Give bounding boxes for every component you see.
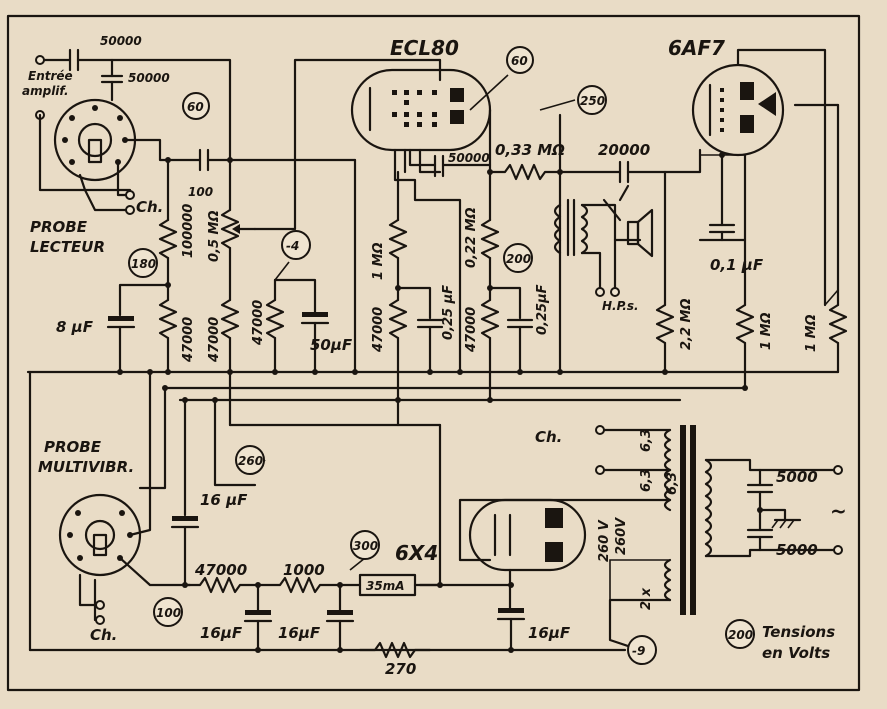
res-1mo-a: 1 MΩ bbox=[371, 242, 386, 280]
cap-16uf-a: 16 μF bbox=[200, 491, 248, 509]
res-47000-a: 47000 bbox=[181, 317, 196, 363]
res-47000-b: 47000 bbox=[207, 317, 222, 363]
frame-border bbox=[6, 14, 861, 692]
label-6af7: 6AF7 bbox=[668, 36, 725, 60]
voltage-minus4: -4 bbox=[286, 239, 299, 253]
resistor-47000-a bbox=[158, 298, 178, 340]
label-en-volts: en Volts bbox=[762, 644, 830, 662]
tr-63-b: 6,3 bbox=[639, 469, 654, 492]
voltage-60-b: 60 bbox=[511, 54, 528, 68]
resistor-1mo-a bbox=[388, 218, 408, 260]
resistor-1000 bbox=[258, 576, 342, 594]
cap-8uf: 8 μF bbox=[56, 318, 94, 336]
label-probe-multivibr-1: PROBE bbox=[44, 438, 102, 456]
cap-5000-b: 5000 bbox=[776, 541, 818, 559]
res-47000-e: 47000 bbox=[464, 307, 479, 353]
tr-63-c: 6,3 bbox=[665, 472, 680, 495]
label-entree: Entrée bbox=[28, 69, 73, 83]
label-ch-top: Ch. bbox=[136, 198, 163, 216]
cap-16uf-c: 16μF bbox=[278, 624, 321, 642]
voltage-markers: 60 60 250 180 -4 200 260 300 100 -9 200 bbox=[128, 46, 755, 665]
cap-16uf-b: 16μF bbox=[200, 624, 243, 642]
cap-100: 100 bbox=[188, 185, 213, 199]
6x4-tube bbox=[468, 498, 587, 572]
multivibr-socket bbox=[58, 493, 142, 577]
voltage-250: 250 bbox=[580, 94, 605, 108]
res-22mo: 2,2 MΩ bbox=[679, 298, 694, 350]
resistor-033mo bbox=[488, 163, 562, 181]
voltage-180: 180 bbox=[131, 257, 156, 271]
resistor-47000-f bbox=[183, 576, 262, 594]
tr-2x: 2 x bbox=[639, 587, 654, 610]
cap-01uf: 0,1 μF bbox=[710, 256, 764, 274]
res-47000-c: 47000 bbox=[251, 300, 266, 346]
label-tensions: Tensions bbox=[762, 623, 835, 641]
label-probe-lecteur-2: LECTEUR bbox=[30, 238, 105, 256]
resistor-47000-b bbox=[220, 298, 240, 340]
voltage-260: 260 bbox=[238, 454, 263, 468]
voltage-300: 300 bbox=[353, 539, 378, 553]
speaker-icon bbox=[626, 208, 654, 258]
res-1000: 1000 bbox=[283, 561, 325, 579]
cap-50000-side: 50000 bbox=[128, 71, 170, 85]
cap-16uf-d: 16μF bbox=[528, 624, 571, 642]
label-hps: H.P.s. bbox=[602, 299, 639, 313]
label-ch-bottom: Ch. bbox=[90, 626, 117, 644]
res-47000-f: 47000 bbox=[194, 561, 247, 579]
res-1mo-b: 1 MΩ bbox=[759, 312, 774, 350]
input-terminal-a bbox=[35, 55, 45, 65]
mains-symbol: ~ bbox=[830, 499, 847, 523]
resistor-47000-e bbox=[480, 298, 500, 340]
voltage-minus9: -9 bbox=[632, 644, 645, 658]
fuse-label: 35mA bbox=[366, 579, 405, 593]
resistor-22mo bbox=[655, 303, 675, 345]
voltage-200-legend: 200 bbox=[728, 628, 753, 642]
res-022mo: 0,22 MΩ bbox=[464, 207, 479, 268]
label-amplif: amplif. bbox=[22, 84, 69, 98]
label-ecl80: ECL80 bbox=[390, 36, 459, 60]
voltage-200: 200 bbox=[506, 252, 531, 266]
potentiometer-05mo bbox=[220, 208, 240, 250]
input-socket bbox=[53, 98, 137, 182]
resistor-270 bbox=[358, 641, 432, 659]
cap-5000-a: 5000 bbox=[776, 468, 818, 486]
output-transformer bbox=[553, 198, 589, 257]
res-033mo: 0,33 MΩ bbox=[495, 141, 565, 159]
cap-20000: 20000 bbox=[598, 141, 650, 159]
cap-50000-top: 50000 bbox=[100, 34, 142, 48]
cap-50000-mid: 50000 bbox=[448, 151, 490, 165]
res-100000: 100000 bbox=[181, 204, 196, 258]
res-1mo-c: 1 MΩ bbox=[804, 314, 819, 352]
resistor-47000-c bbox=[265, 298, 285, 340]
res-47000-d: 47000 bbox=[371, 307, 386, 353]
label-probe-multivibr-2: MULTIVIBR. bbox=[38, 458, 134, 476]
resistor-1mo-c bbox=[828, 303, 848, 345]
6af7-tube bbox=[691, 63, 785, 157]
resistor-022mo bbox=[480, 218, 500, 260]
cap-025uf-a: 0,25 μF bbox=[441, 285, 456, 340]
resistor-1mo-b bbox=[735, 303, 755, 345]
pot-05mo: 0,5 MΩ bbox=[207, 210, 222, 262]
tr-63-a: 6,3 bbox=[639, 429, 654, 452]
resistor-100000 bbox=[158, 218, 178, 260]
label-ch-transformer: Ch. bbox=[535, 428, 562, 446]
label-6x4: 6X4 bbox=[395, 541, 438, 565]
ecl80-tube bbox=[350, 68, 492, 152]
power-transformer bbox=[663, 425, 713, 615]
voltage-100: 100 bbox=[156, 606, 181, 620]
label-probe-lecteur-1: PROBE bbox=[30, 218, 88, 236]
tr-260v-b: 260 V bbox=[597, 519, 612, 562]
junctions bbox=[117, 152, 763, 653]
res-270: 270 bbox=[385, 660, 416, 678]
cap-025uf-b: 0,25μF bbox=[535, 284, 550, 335]
cap-50uf: 50μF bbox=[310, 336, 353, 354]
resistor-47000-d bbox=[388, 298, 408, 340]
voltage-60-a: 60 bbox=[187, 100, 204, 114]
tr-260v-a: 260V bbox=[614, 517, 629, 555]
